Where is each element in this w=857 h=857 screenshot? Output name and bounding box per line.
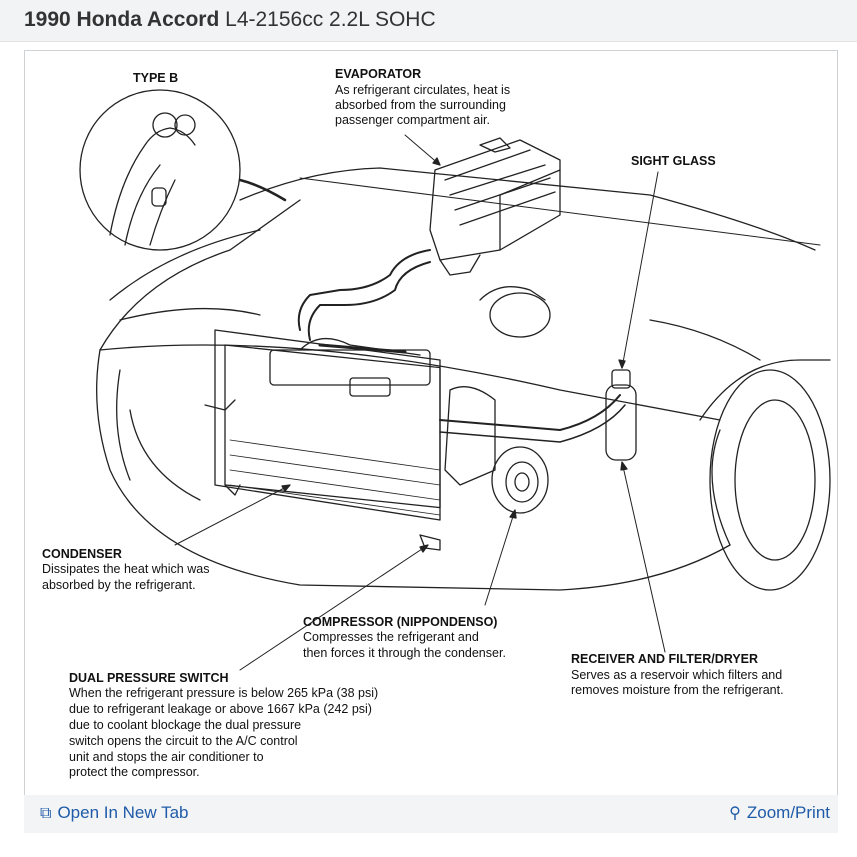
dual-switch-line-1: When the refrigerant pressure is below 2…	[69, 686, 378, 700]
type-b-label: TYPE B	[133, 71, 178, 85]
open-in-new-tab-link[interactable]: ⧉ Open In New Tab	[40, 803, 188, 823]
condenser-line-2: absorbed by the refrigerant.	[42, 578, 196, 592]
evaporator-line-1: As refrigerant circulates, heat is	[335, 83, 510, 97]
evaporator-line-3: passenger compartment air.	[335, 113, 490, 127]
condenser-core	[224, 344, 441, 509]
compressor-pulley	[491, 446, 549, 514]
suction-line	[297, 249, 431, 331]
dual-switch-line-5: unit and stops the air conditioner to	[69, 750, 264, 764]
receiver-leader	[621, 461, 666, 653]
open-in-new-tab-label: Open In New Tab	[57, 803, 189, 822]
magnifier-icon: ⚲	[729, 805, 741, 822]
dual-switch-line-2: due to refrigerant leakage or above 1667…	[69, 702, 372, 716]
evaporator-title: EVAPORATOR	[335, 67, 421, 81]
dual-switch-title: DUAL PRESSURE SWITCH	[69, 671, 229, 685]
type-b-leader	[238, 178, 287, 202]
liquid-line	[439, 394, 621, 431]
switch-leader	[239, 544, 429, 671]
dual-switch-line-4: switch opens the circuit to the A/C cont…	[69, 734, 298, 748]
receiver-line-2: removes moisture from the refrigerant.	[571, 683, 784, 697]
external-link-icon: ⧉	[40, 805, 52, 822]
wheel-arch	[699, 359, 831, 421]
receiver-line-1: Serves as a reservoir which filters and	[571, 668, 782, 682]
sight-glass-title: SIGHT GLASS	[631, 154, 716, 168]
receiver-dryer	[605, 384, 637, 461]
engine-spec: L4-2156cc 2.2L SOHC	[225, 8, 436, 31]
wheel	[709, 369, 831, 591]
condenser-leader	[174, 484, 291, 546]
bumper-outline	[96, 349, 731, 591]
dual-switch-line-3: due to coolant blockage the dual pressur…	[69, 718, 301, 732]
compressor-leader	[484, 509, 516, 606]
evaporator-line-2: absorbed from the surrounding	[335, 98, 506, 112]
compressor-title: COMPRESSOR (NIPPONDENSO)	[303, 615, 497, 629]
page-title: 1990 Honda Accord L4-2156cc 2.2L SOHC	[24, 8, 436, 32]
vehicle-name: 1990 Honda Accord	[24, 8, 220, 31]
hood-outline	[239, 167, 816, 251]
header-bar: 1990 Honda Accord L4-2156cc 2.2L SOHC	[0, 0, 857, 42]
evaporator-leader	[404, 134, 441, 166]
dual-switch-line-6: protect the compressor.	[69, 765, 200, 779]
diagram-footer: ⧉ Open In New Tab ⚲ Zoom/Print	[24, 795, 838, 833]
type-b-detail	[79, 89, 241, 251]
compressor-line-1: Compresses the refrigerant and	[303, 630, 479, 644]
evaporator-box	[429, 139, 561, 261]
zoom-print-label: Zoom/Print	[746, 803, 830, 822]
condenser-line-1: Dissipates the heat which was	[42, 562, 209, 576]
condenser-title: CONDENSER	[42, 547, 122, 561]
diagram-frame	[24, 50, 838, 833]
sight-glass-leader	[621, 171, 659, 369]
zoom-print-link[interactable]: ⚲ Zoom/Print	[729, 803, 830, 823]
receiver-title: RECEIVER AND FILTER/DRYER	[571, 652, 758, 666]
compressor-line-2: then forces it through the condenser.	[303, 646, 506, 660]
